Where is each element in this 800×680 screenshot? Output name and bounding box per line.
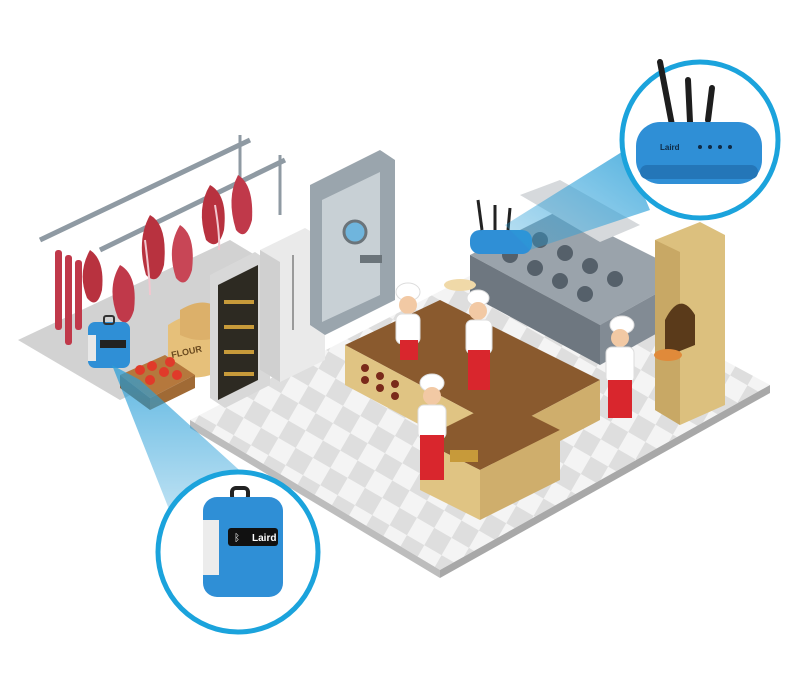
- chef-kneading: [395, 282, 421, 360]
- wine-rack: [361, 364, 399, 400]
- gateway-brand-label: Laird: [660, 143, 680, 152]
- floor-edge-right: [440, 385, 770, 578]
- bluetooth-icon: ᛒ: [234, 533, 240, 544]
- antenna-icon: [657, 59, 715, 128]
- chef-tossing-dough: [444, 279, 493, 390]
- hanging-meat: [82, 175, 253, 323]
- gateway-callout: Laird: [619, 59, 781, 221]
- sensor-device: Laird ᛒ: [203, 486, 283, 597]
- chef-chopping: [417, 373, 478, 480]
- walk-in-freezer: [310, 150, 395, 335]
- sensor-callout: Laird ᛒ: [155, 469, 321, 635]
- chef-with-pizza: [605, 315, 682, 418]
- glass-door-fridge: [210, 252, 270, 408]
- pizza-oven: [655, 222, 725, 425]
- sensor-brand-label: Laird: [252, 533, 276, 544]
- freezer-porthole: [342, 219, 368, 245]
- antenna-icon: [476, 199, 512, 231]
- hanging-sausages: [55, 250, 82, 345]
- wall-sensor-small: [88, 315, 130, 368]
- meat-rack: [38, 135, 287, 345]
- floor-edge: [190, 420, 440, 578]
- gateway-device: Laird: [636, 59, 762, 184]
- gateway-callout-beam: [505, 150, 650, 250]
- steel-fridge: [260, 228, 325, 382]
